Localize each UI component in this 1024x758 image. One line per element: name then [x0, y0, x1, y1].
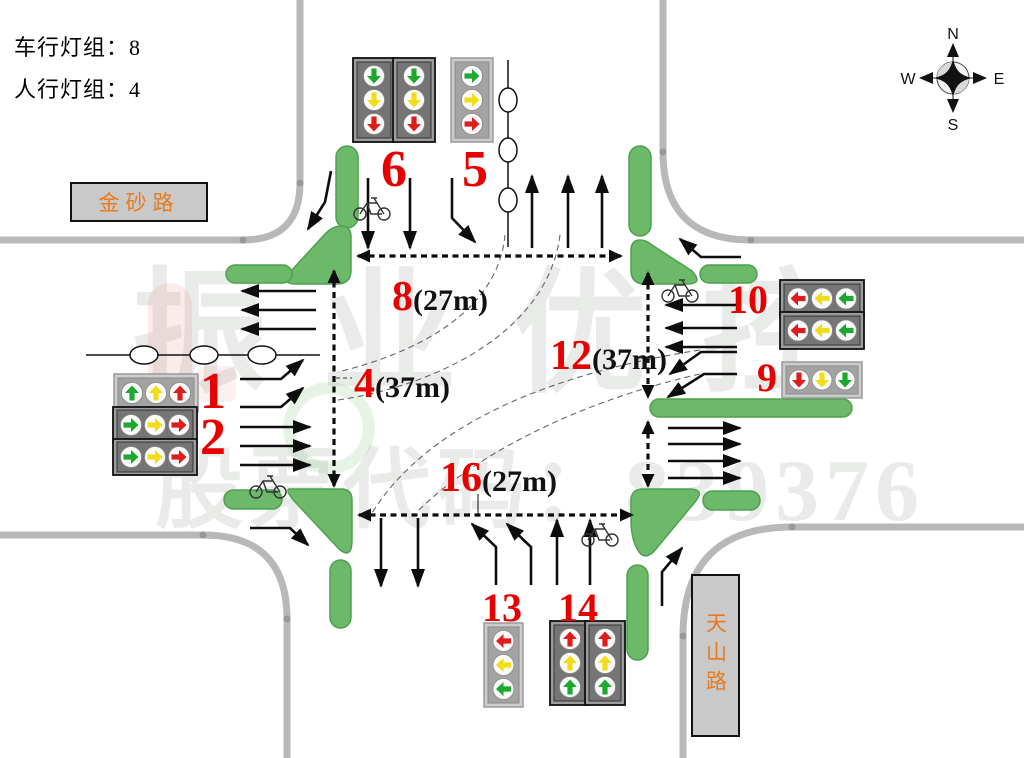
island-southwest-triangle: [287, 488, 353, 554]
green-islands: [223, 145, 853, 661]
vehicle-light-group-count: 车行灯组：8: [14, 35, 142, 60]
north-approach-arrows: [306, 170, 477, 250]
road-name-south: 天山路: [691, 574, 740, 737]
divider-ellipse: [498, 87, 518, 113]
south-exit-arrows: [374, 518, 425, 588]
divider-ellipse: [129, 345, 159, 365]
divider-ellipse: [498, 137, 518, 163]
signal-number-1: 1: [200, 363, 226, 420]
road-edge-northwest: [0, 0, 304, 244]
signal-number-5: 5: [462, 141, 488, 198]
lane-divider-lines: [86, 60, 518, 365]
signal-number-13: 13: [482, 585, 522, 630]
island-northwest-triangle: [285, 225, 352, 285]
corner-turn-arrows: [250, 237, 741, 606]
signal-group-14-heads: [549, 620, 626, 706]
compass-star: [934, 59, 972, 97]
signal-group-13-head: [483, 622, 524, 708]
signal-number-14: 14: [558, 585, 598, 630]
crosswalk-label-8: 8(27m): [392, 274, 488, 320]
signal-group-1-head: [113, 373, 199, 413]
compass-south-label: S: [948, 117, 959, 134]
island-southeast-triangle: [630, 488, 701, 557]
road-edge-southeast: [679, 523, 1024, 758]
bicycle-icon: [353, 197, 391, 221]
median-west-north-pill: [225, 264, 293, 284]
road-edge-southwest: [0, 531, 291, 758]
south-approach-arrows: [470, 518, 597, 585]
signal-number-10: 10: [728, 277, 768, 322]
east-approach-arrows: [664, 298, 737, 399]
west-approach-arrows: [240, 358, 312, 472]
lane-arrows: [240, 170, 742, 606]
crosswalk-dimensions: 8(27m) 4(37m) 12(37m) 16(27m): [327, 249, 667, 522]
median-east-south-pill: [702, 490, 761, 511]
median-east-north-pill: [699, 264, 758, 284]
signal-number-2: 2: [200, 409, 226, 466]
median-north-east-pill: [628, 145, 652, 237]
crosswalk-label-4: 4(37m): [354, 361, 450, 407]
compass-west-label: W: [900, 71, 916, 88]
signal-heads: [112, 57, 865, 708]
pedestrian-light-group-count: 人行灯组：4: [14, 77, 142, 102]
median-west-south-pill: [223, 489, 283, 510]
road-edge-joints: [199, 148, 796, 640]
median-south-west-pill: [329, 559, 352, 629]
divider-ellipse: [498, 187, 518, 213]
west-exit-arrows: [240, 284, 316, 336]
compass-rose: N S W E: [900, 26, 1004, 134]
crosswalk-label-12: 12(37m): [550, 333, 667, 379]
road-name-west: 金砂路: [70, 182, 208, 222]
compass-east-label: E: [994, 71, 1005, 88]
divider-ellipse: [247, 345, 277, 365]
median-south-east-pill: [626, 564, 649, 661]
crosswalk-label-16: 16(27m): [440, 455, 557, 501]
signal-group-6-heads: [352, 57, 436, 143]
road-edge-northeast: [659, 0, 1024, 244]
signal-group-5-head: [450, 57, 494, 143]
signal-number-9: 9: [757, 355, 777, 400]
turning-guide-arcs: [337, 234, 701, 514]
north-exit-arrows: [525, 174, 609, 248]
east-exit-arrows: [668, 421, 742, 485]
compass-north-label: N: [947, 26, 959, 43]
watermark-logo-shape: [196, 366, 236, 402]
divider-ellipse: [189, 345, 219, 365]
signal-group-2-heads: [112, 406, 198, 476]
median-east-long-pill: [649, 398, 853, 418]
watermark-layer: 振业优控 股票代码：839376: [132, 261, 919, 540]
signal-number-6: 6: [381, 141, 407, 198]
signal-group-numbers: 6 5 1 2 10 9 13 14: [200, 141, 777, 630]
signal-group-10-heads: [779, 279, 865, 350]
signal-group-9-head: [781, 361, 863, 399]
